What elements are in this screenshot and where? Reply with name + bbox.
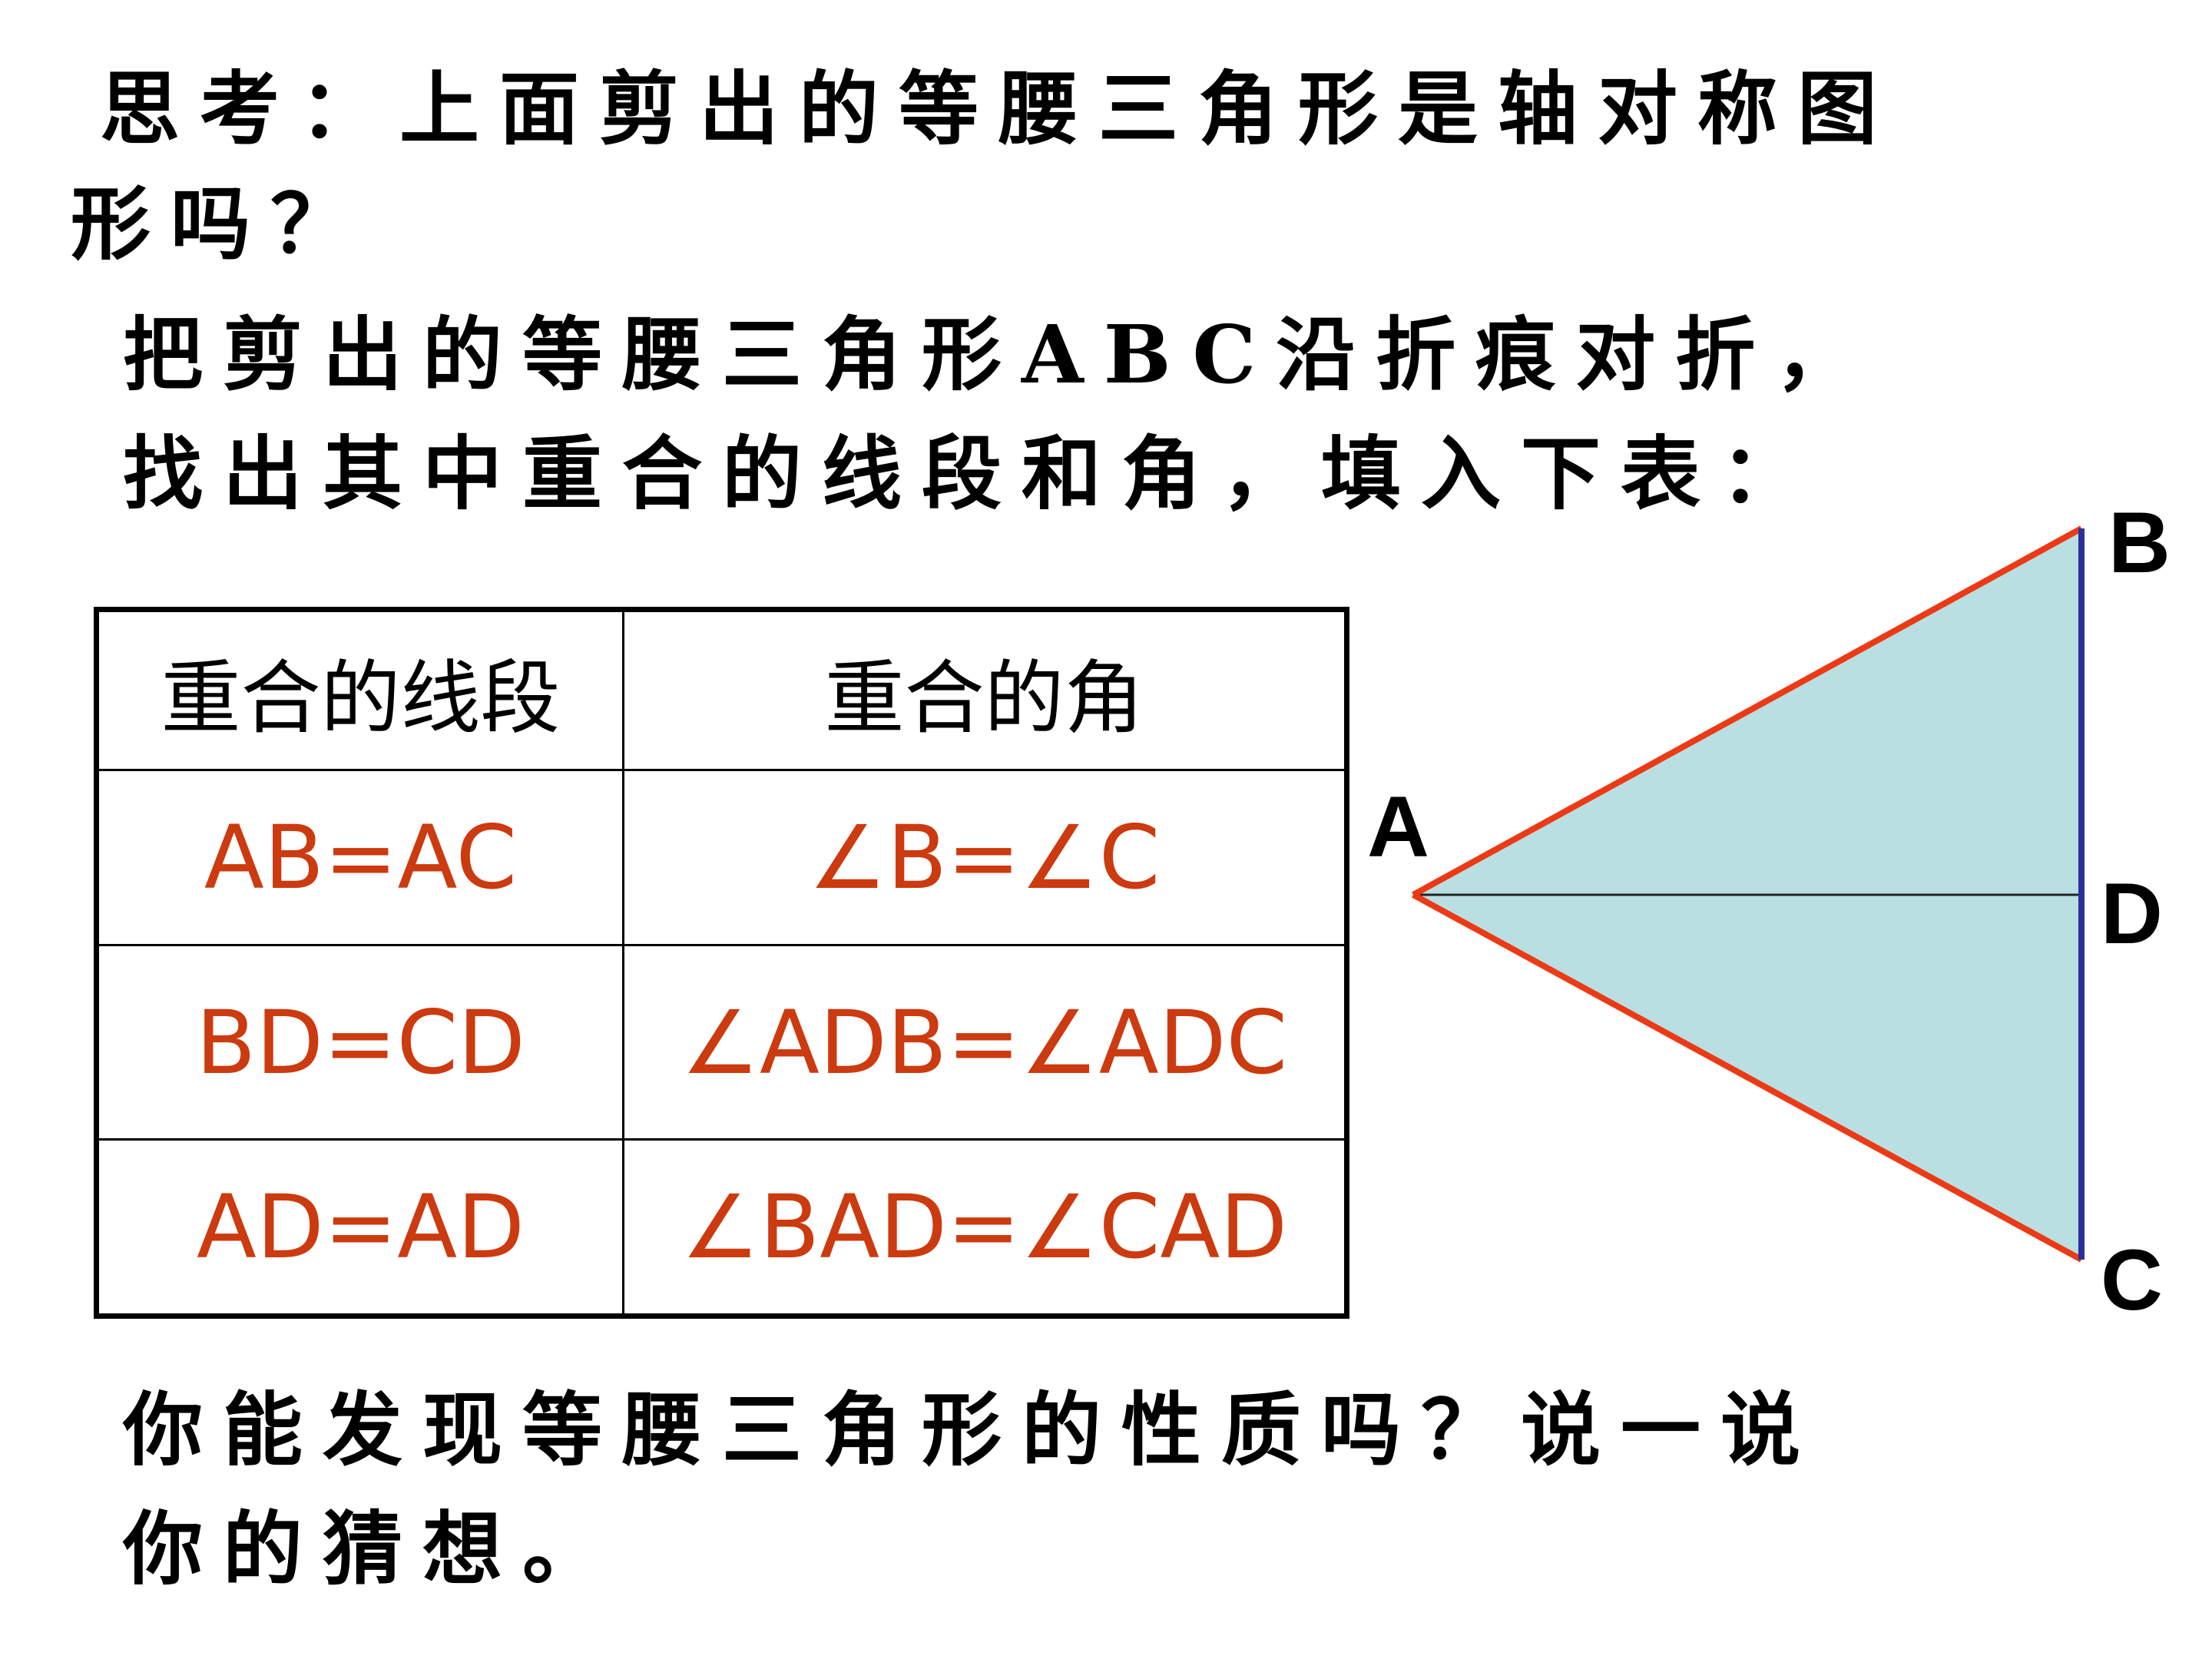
segment-cell: AB=AC <box>95 769 624 946</box>
instruction-line-2: 找出其中重合的线段和角，填入下表： <box>123 426 1821 521</box>
side-AC <box>1412 892 2083 1263</box>
triangle-fill <box>1413 528 2081 1260</box>
segment-cell: AD=AD <box>95 1138 624 1317</box>
overlap-table: 重合的线段 重合的角 AB=AC ∠B=∠C BD=CD ∠ADB=∠ADC A… <box>94 607 1349 1319</box>
side-AB <box>1412 525 2083 898</box>
bottom-question-line-2: 你的猜想。 <box>123 1502 623 1596</box>
angle-cell: ∠ADB=∠ADC <box>622 944 1348 1141</box>
vertex-label-b: B <box>2108 495 2171 591</box>
angle-cell: ∠BAD=∠CAD <box>622 1138 1348 1317</box>
angle-cell: ∠B=∠C <box>622 769 1348 946</box>
header-segments: 重合的线段 <box>95 608 624 771</box>
table-row: BD=CD ∠ADB=∠ADC <box>95 944 1348 1141</box>
table-row: AD=AD ∠BAD=∠CAD <box>95 1138 1348 1317</box>
question-line-1: 思考：上面剪出的等腰三角形是轴对称图 <box>100 61 1898 156</box>
table-row: AB=AC ∠B=∠C <box>95 769 1348 946</box>
point-label-d: D <box>2101 866 2163 962</box>
vertex-label-c: C <box>2101 1232 2163 1328</box>
table-header-row: 重合的线段 重合的角 <box>95 608 1348 771</box>
vertex-label-a: A <box>1367 779 1429 875</box>
header-angles: 重合的角 <box>622 608 1348 771</box>
bottom-question-line-1: 你能发现等腰三角形的性质吗？说一说 <box>123 1382 1821 1477</box>
instruction-line-1: 把剪出的等腰三角形ABC沿折痕对折， <box>123 307 1876 402</box>
segment-cell: BD=CD <box>95 944 624 1141</box>
question-line-2: 形吗？ <box>71 177 371 271</box>
